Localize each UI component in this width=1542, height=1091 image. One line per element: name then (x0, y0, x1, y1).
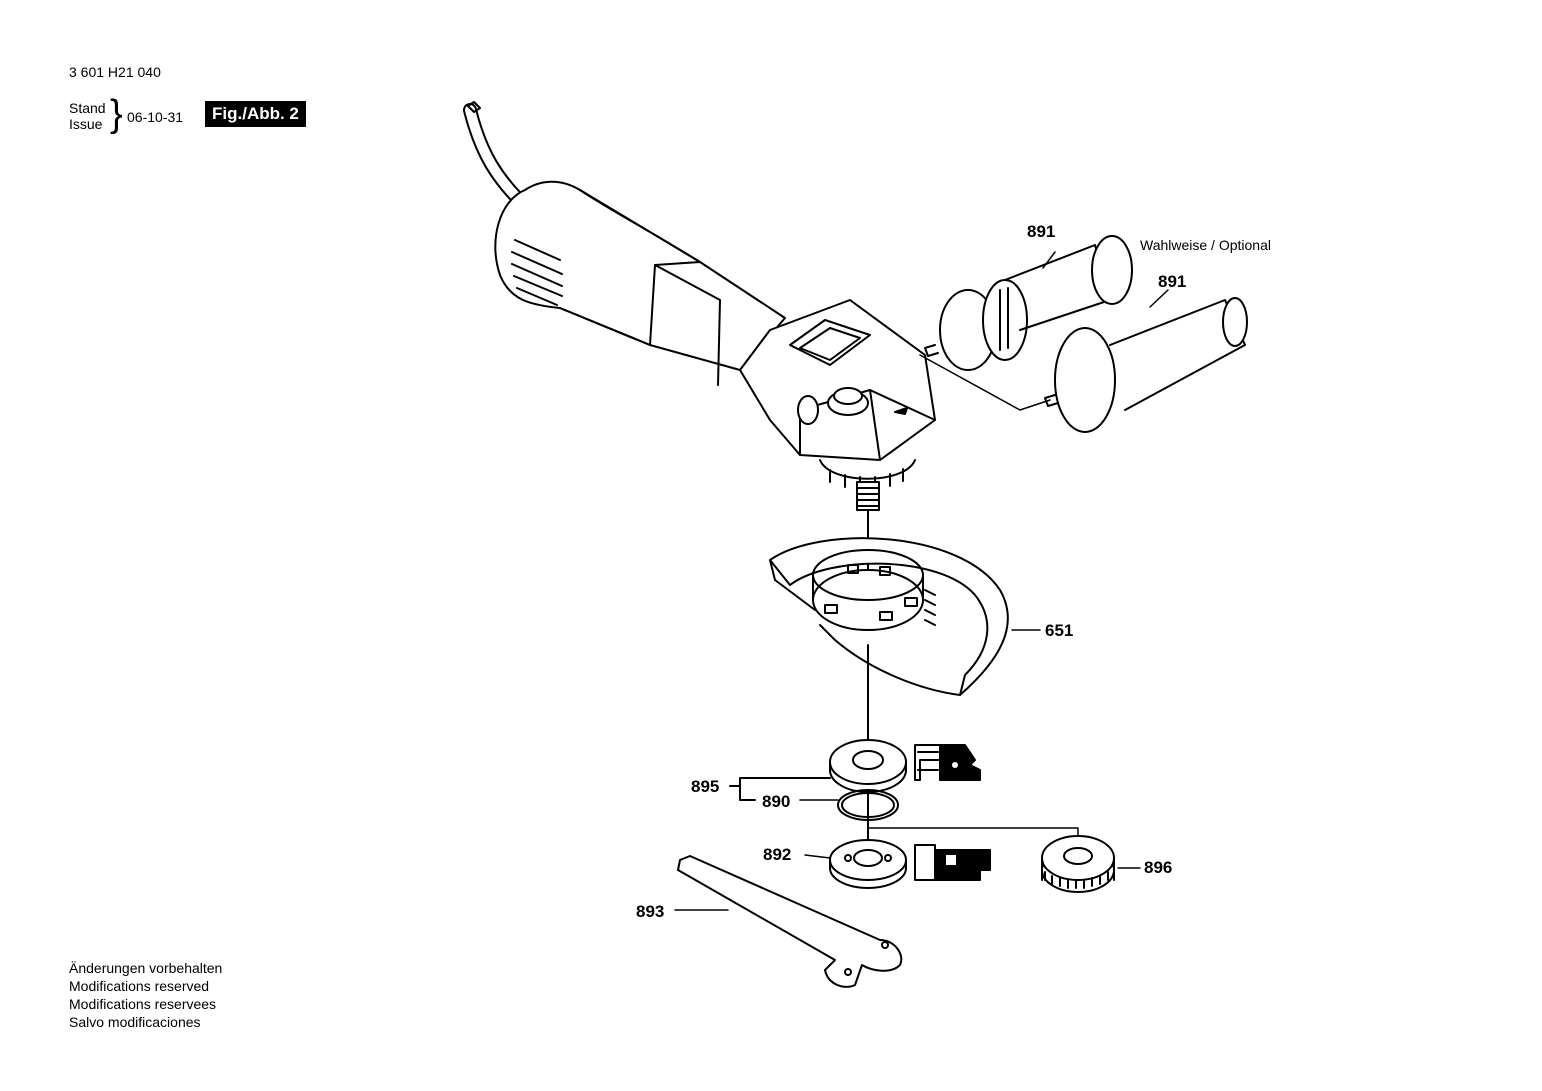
grinder-body (494, 180, 936, 511)
two-pin-spanner (677, 855, 903, 988)
issue-label: Issue (69, 116, 103, 132)
mounting-flange (829, 739, 907, 793)
footer-line: Modifications reservees (69, 996, 217, 1012)
side-handle-891-b (1044, 297, 1248, 433)
clamping-nut (829, 839, 907, 889)
callout-895: 895 (691, 777, 720, 796)
callout-890: 890 (762, 792, 791, 811)
issue-date: 06-10-31 (127, 109, 184, 125)
callout-891-b: 891 (1158, 272, 1187, 291)
brace-symbol: } (110, 93, 123, 135)
footer-line: Salvo modificaciones (69, 1014, 201, 1030)
callout-891-a: 891 (1027, 222, 1056, 241)
nut-section-detail (914, 844, 991, 881)
callout-651: 651 (1045, 621, 1074, 640)
quick-release-nut (1041, 835, 1115, 893)
footer-line: Modifications reserved (69, 978, 210, 994)
wheel-guard-651 (769, 537, 1009, 696)
footer-line: Änderungen vorbehalten (69, 960, 223, 976)
callout-892: 892 (763, 845, 792, 864)
callout-896: 896 (1144, 858, 1173, 877)
optional-note: Wahlweise / Optional (1140, 237, 1271, 253)
part-number: 3 601 H21 040 (69, 64, 161, 80)
o-ring (837, 789, 899, 821)
callout-893: 893 (636, 902, 665, 921)
flange-section-detail (914, 744, 981, 781)
side-handle-891-a (924, 235, 1133, 371)
stand-label: Stand (69, 100, 106, 116)
figure-badge: Fig./Abb. 2 (205, 101, 306, 127)
